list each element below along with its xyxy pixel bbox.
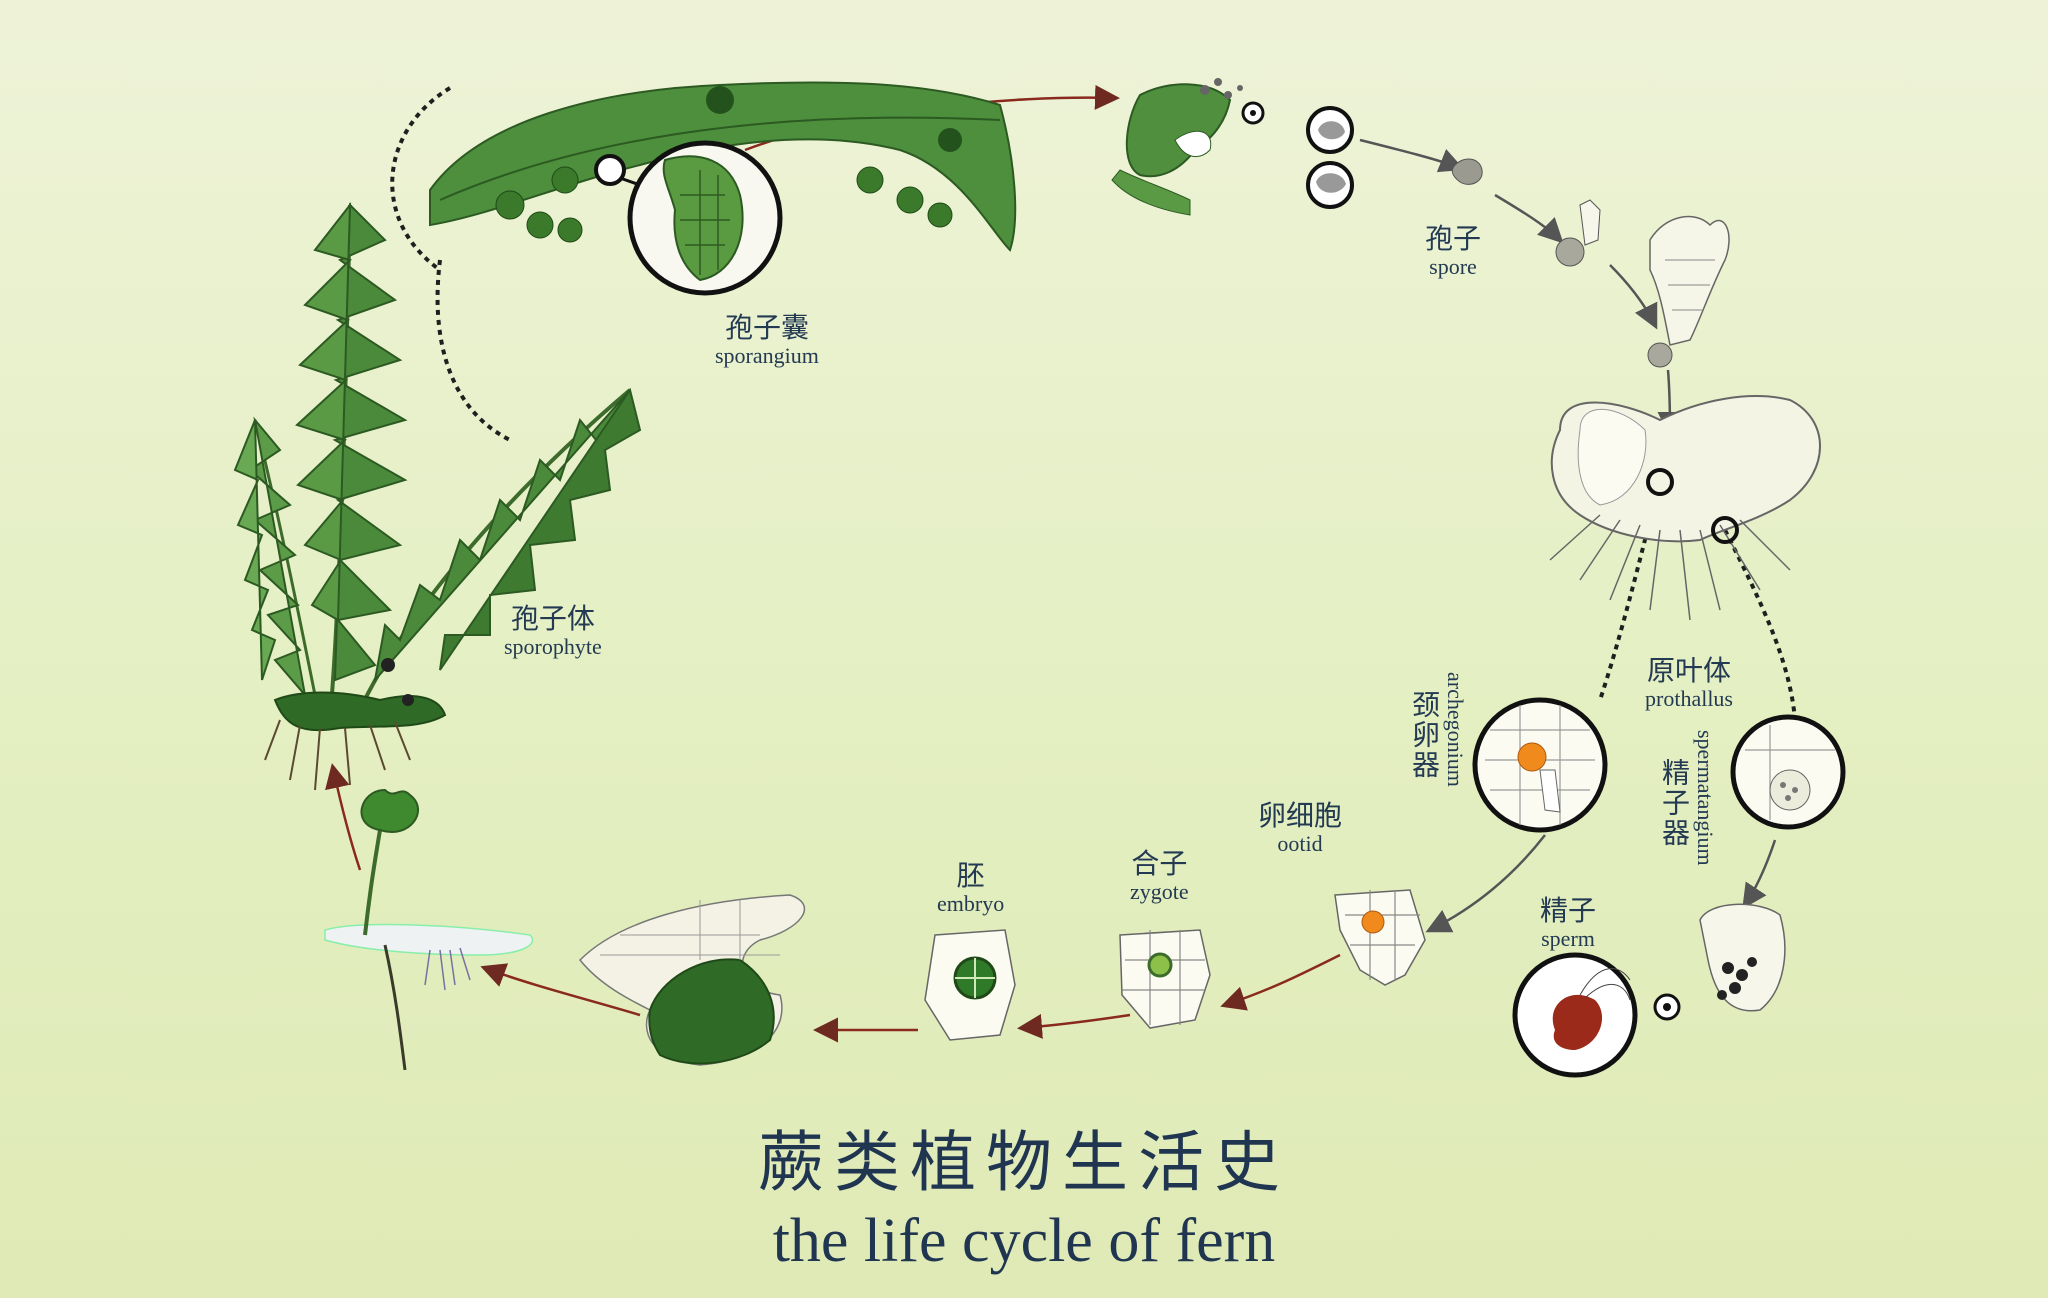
- spermatangium-release: [1699, 903, 1786, 1012]
- archegonium-zoom: [1472, 697, 1608, 833]
- label-sperm-cn: 精子: [1540, 894, 1597, 927]
- label-embryo: 胚 embryo: [937, 860, 1004, 916]
- ootid-cells: [1334, 889, 1426, 986]
- label-ootid-en: ootid: [1277, 831, 1323, 856]
- label-zygote-en: zygote: [1130, 879, 1189, 904]
- label-spore-cn: 孢子: [1425, 222, 1482, 255]
- cycle-arrows: [325, 84, 1777, 1043]
- sporangium-zoom: [627, 140, 783, 296]
- page-title-cn: 蕨类植物生活史: [758, 1124, 1290, 1201]
- label-embryo-cn: 胚: [956, 859, 985, 892]
- early-sporophyte-on-prothallus: [578, 894, 806, 1066]
- label-prothallus-cn: 原叶体: [1646, 654, 1731, 687]
- label-ootid: 卵细胞 ootid: [1258, 800, 1342, 856]
- prothallus: [1549, 395, 1821, 621]
- young-sporophyte: [324, 788, 534, 1071]
- label-sporophyte: 孢子体 sporophyte: [504, 603, 602, 659]
- sporophyte-fern: [233, 201, 642, 791]
- label-prothallus: 原叶体 prothallus: [1645, 655, 1733, 711]
- young-prothallus: [1649, 215, 1730, 346]
- spore-zoom: [1306, 106, 1673, 368]
- label-sporophyte-cn: 孢子体: [510, 602, 595, 635]
- label-ootid-cn: 卵细胞: [1258, 799, 1343, 832]
- sperm-zoom: [1512, 952, 1681, 1078]
- page-title-en: the life cycle of fern: [772, 1207, 1276, 1275]
- label-spore: 孢子 spore: [1425, 223, 1481, 279]
- embryo-cells: [924, 929, 1016, 1041]
- spermatangium-zoom: [1730, 714, 1846, 830]
- label-sporophyte-en: sporophyte: [504, 634, 602, 659]
- label-archegonium-en: archegonium: [1443, 672, 1468, 787]
- dehiscing-sporangium: [1111, 78, 1265, 216]
- label-prothallus-en: prothallus: [1645, 686, 1733, 711]
- fertile-pinna: [429, 81, 1017, 252]
- label-sporangium-en: sporangium: [715, 343, 819, 368]
- label-embryo-en: embryo: [937, 891, 1005, 916]
- label-zygote: 合子 zygote: [1130, 848, 1189, 904]
- label-sperm-en: sperm: [1541, 926, 1595, 951]
- label-spermatangium-cn: 精子器: [1658, 758, 1691, 848]
- label-sporangium-cn: 孢子囊: [724, 311, 809, 344]
- label-archegonium-cn: 颈卵器: [1408, 690, 1441, 780]
- label-spermatangium-en: spermatangium: [1693, 730, 1718, 866]
- zygote-cells: [1119, 929, 1211, 1029]
- label-zygote-cn: 合子: [1131, 847, 1188, 880]
- label-spore-en: spore: [1429, 254, 1477, 279]
- label-sporangium: 孢子囊 sporangium: [715, 312, 819, 368]
- label-sperm: 精子 sperm: [1540, 895, 1596, 951]
